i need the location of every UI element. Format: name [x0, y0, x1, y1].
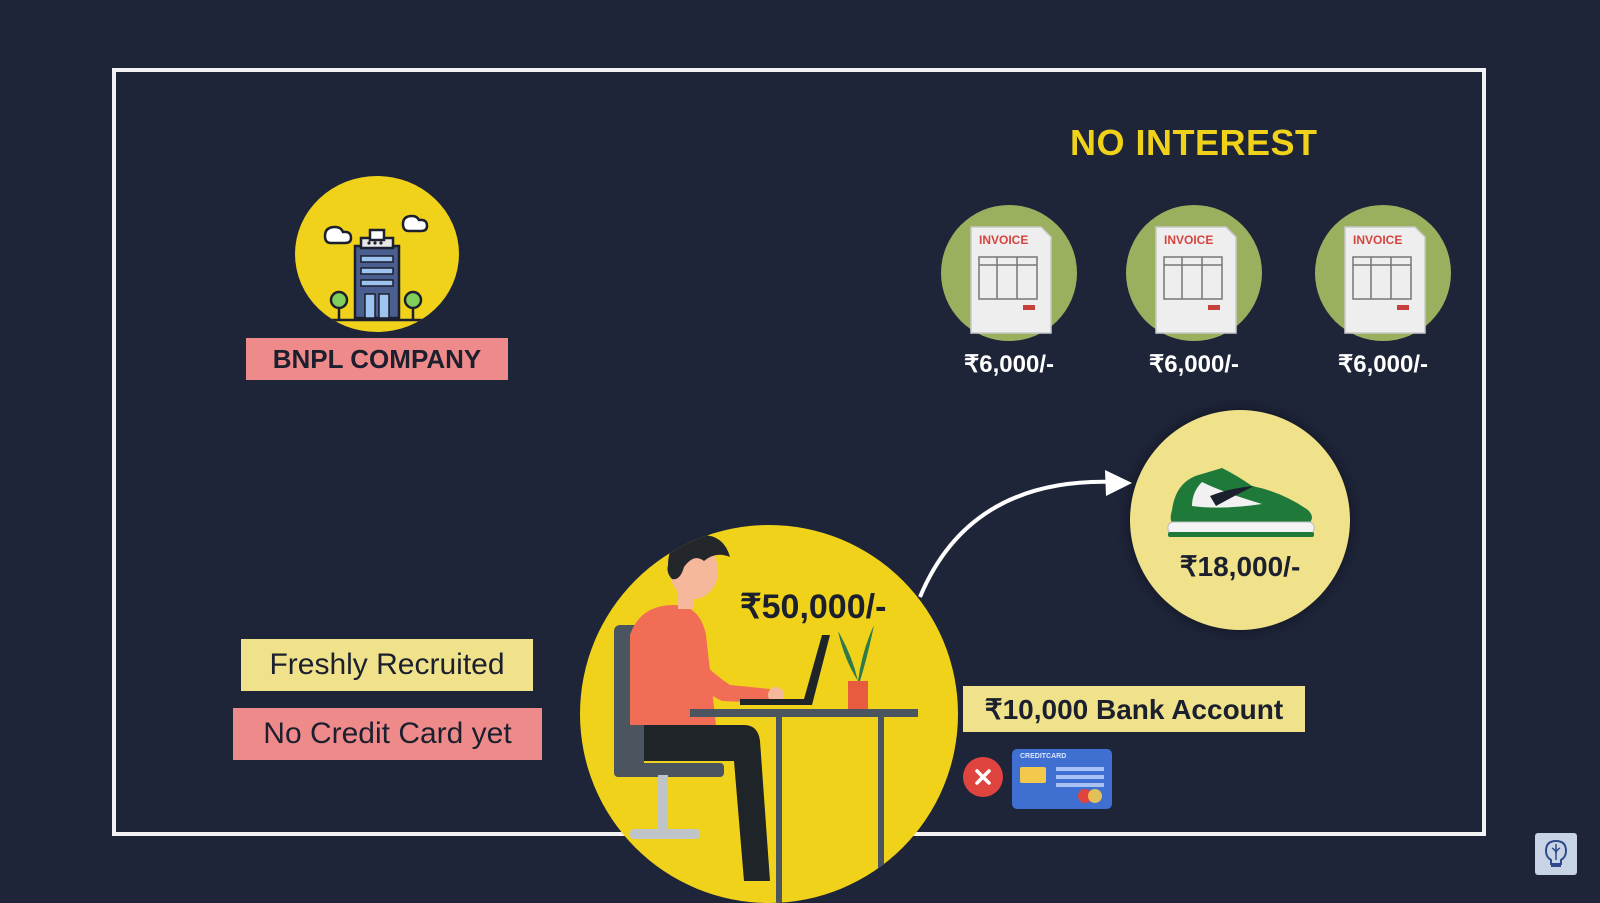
person-circle: ₹50,000/- [580, 525, 958, 903]
product-price: ₹18,000/- [1179, 551, 1301, 582]
invoice-circle-2: INVOICE [1126, 205, 1262, 341]
sneaker-icon [1167, 468, 1315, 537]
office-building-icon [315, 214, 439, 322]
invoice-amount-3: ₹6,000/- [1338, 351, 1428, 378]
invoice-icon [970, 226, 1052, 334]
freshly-recruited-tag: Freshly Recruited [241, 639, 533, 691]
cross-icon [963, 757, 1003, 797]
invoice-label: INVOICE [979, 233, 1029, 247]
credit-card-icon: CREDITCARD [1012, 749, 1112, 809]
invoice-label: INVOICE [1353, 233, 1403, 247]
no-credit-card-tag: No Credit Card yet [233, 708, 542, 760]
no-interest-heading: NO INTEREST [1070, 122, 1318, 163]
invoice-label: INVOICE [1164, 233, 1214, 247]
product-circle: ₹18,000/- [1130, 410, 1350, 630]
invoice-amount-1: ₹6,000/- [964, 351, 1054, 378]
invoice-icon [1155, 226, 1237, 334]
bank-account-tag: ₹10,000 Bank Account [963, 686, 1305, 732]
invoice-circle-1: INVOICE [941, 205, 1077, 341]
company-icon-circle [295, 176, 459, 332]
invoice-amount-2: ₹6,000/- [1149, 351, 1239, 378]
arrow-to-product [918, 470, 1132, 598]
invoice-circle-3: INVOICE [1315, 205, 1451, 341]
credit-card-text: CREDITCARD [1020, 753, 1067, 760]
company-label: BNPL COMPANY [246, 338, 508, 380]
salary-amount: ₹50,000/- [740, 588, 887, 626]
invoice-icon [1344, 226, 1426, 334]
person-at-laptop-icon [614, 535, 918, 903]
brain-bulb-logo-icon [1535, 833, 1577, 875]
